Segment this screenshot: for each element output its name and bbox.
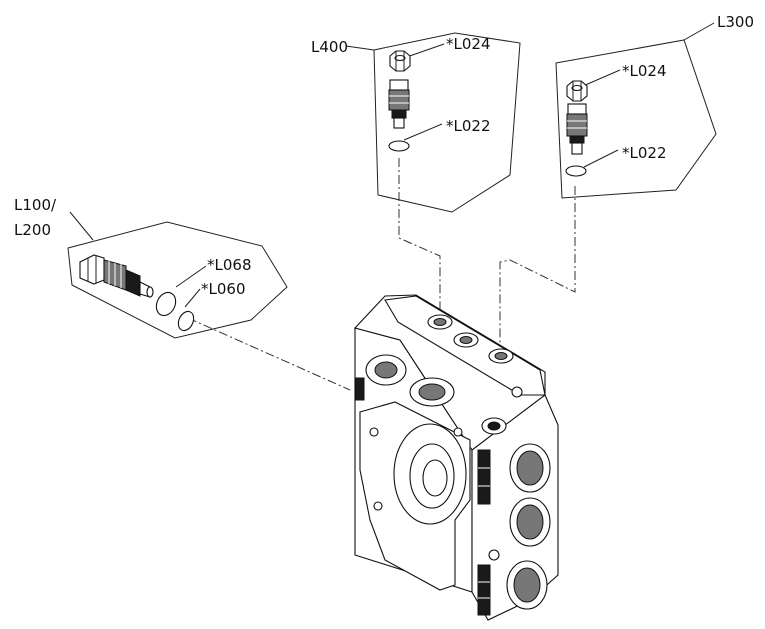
group-outline-l300 <box>555 39 717 199</box>
leader-l400 <box>345 45 375 51</box>
leader-l022-b <box>583 149 619 168</box>
group-outline-l100 <box>67 221 288 339</box>
label-l060: *L060 <box>201 280 246 298</box>
oring-l060 <box>177 310 195 332</box>
label-l024-a: *L024 <box>446 35 491 53</box>
leader-l022-a <box>403 123 443 141</box>
label-l300: L300 <box>717 13 754 31</box>
label-l400: L400 <box>311 38 348 56</box>
oring-l022-a <box>388 140 410 152</box>
cartridge-l400 <box>388 79 410 129</box>
assembly-line-l400 <box>398 158 441 322</box>
label-l200: L200 <box>14 221 51 239</box>
nut-l024-b <box>566 80 588 102</box>
group-outline-l400 <box>373 32 521 213</box>
cartridge-l300 <box>566 103 588 155</box>
oring-l022-b <box>565 165 587 177</box>
nut-l024-a <box>389 50 411 72</box>
leader-l060 <box>184 288 201 308</box>
leader-l024-b <box>582 69 621 87</box>
valve-body <box>353 294 559 621</box>
label-l022-a: *L022 <box>446 117 491 135</box>
assembly-line-l300 <box>499 186 576 345</box>
leader-l068 <box>175 265 207 288</box>
label-l022-b: *L022 <box>622 144 667 162</box>
label-l100: L100/ <box>14 196 57 214</box>
assembly-line-l100 <box>187 317 351 391</box>
leader-l100 <box>69 211 94 241</box>
oring-l068 <box>155 291 177 317</box>
leader-l300 <box>683 22 715 41</box>
label-l068: *L068 <box>207 256 252 274</box>
leader-l024-a <box>403 43 445 59</box>
cartridge-l100-l200 <box>79 254 154 298</box>
label-l024-b: *L024 <box>622 62 667 80</box>
